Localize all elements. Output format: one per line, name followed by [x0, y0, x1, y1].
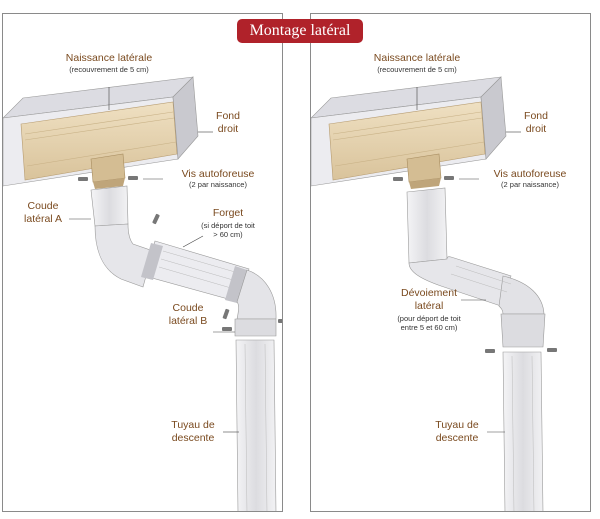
- fond-label-line2: droit: [525, 123, 547, 135]
- screw-icon: [278, 319, 282, 323]
- coude-a-label-line1: Coude: [27, 200, 59, 212]
- offset-piece: [406, 187, 546, 348]
- tuyau-label-line2: descente: [171, 432, 215, 444]
- downpipe-offset: [90, 185, 277, 337]
- left-illustration: [3, 76, 282, 511]
- screw-icon: [78, 177, 88, 181]
- left-panel: Naissance latérale (recouvrement de 5 cm…: [2, 13, 283, 512]
- naissance-label: Naissance latérale: [65, 52, 153, 64]
- gutter: [311, 76, 507, 187]
- fond-label-line1: Fond: [524, 110, 548, 122]
- right-illustration: [311, 76, 557, 511]
- fond-label-line2: droit: [217, 123, 239, 135]
- downpipe: [502, 351, 544, 511]
- vis-sublabel: (2 par naissance): [501, 180, 559, 189]
- coude-b-label-line1: Coude: [172, 302, 204, 314]
- coude-b-label-line2: latéral B: [168, 315, 208, 327]
- leader-lines: [69, 87, 239, 433]
- coude-a-label-line2: latéral A: [24, 213, 62, 225]
- leader-lines: [416, 87, 521, 433]
- vis-sublabel: (2 par naissance): [189, 180, 247, 189]
- vis-label: Vis autoforeuse: [181, 168, 255, 180]
- forget-sublabel-1: (si déport de toit: [201, 221, 255, 230]
- naissance-sublabel: (recouvrement de 5 cm): [377, 65, 457, 74]
- tuyau-label-line1: Tuyau de: [171, 419, 215, 431]
- right-panel: Naissance latérale (recouvrement de 5 cm…: [310, 13, 591, 512]
- screw-icon: [485, 349, 495, 353]
- diagram-title: Montage latéral: [249, 22, 351, 39]
- screw-icon: [444, 176, 454, 180]
- forget-sublabel-2: > 60 cm): [213, 230, 243, 239]
- devoiement-sublabel-2: entre 5 et 60 cm): [400, 323, 458, 332]
- downpipe: [235, 339, 277, 511]
- gutter: [3, 76, 199, 187]
- tuyau-label-line1: Tuyau de: [435, 419, 479, 431]
- screw-icon: [152, 213, 160, 225]
- naissance-label: Naissance latérale: [373, 52, 461, 64]
- outlet-box: [406, 153, 442, 189]
- screw-icon: [393, 177, 403, 181]
- screw-icon: [222, 327, 232, 331]
- outlet-box: [90, 153, 126, 189]
- screw-icon: [128, 176, 138, 180]
- fond-label-line1: Fond: [216, 110, 240, 122]
- title-badge: Montage latéral: [237, 19, 363, 43]
- tuyau-label-line2: descente: [435, 432, 479, 444]
- devoiement-label-line2: latéral: [414, 300, 444, 312]
- devoiement-sublabel-1: (pour déport de toit: [397, 314, 461, 323]
- devoiement-label-line1: Dévoiement: [400, 287, 458, 299]
- screw-icons: [393, 176, 557, 353]
- vis-label: Vis autoforeuse: [493, 168, 567, 180]
- naissance-sublabel: (recouvrement de 5 cm): [69, 65, 149, 74]
- screw-icon: [222, 308, 230, 320]
- screw-icon: [547, 348, 557, 352]
- forget-label: Forget: [212, 207, 244, 219]
